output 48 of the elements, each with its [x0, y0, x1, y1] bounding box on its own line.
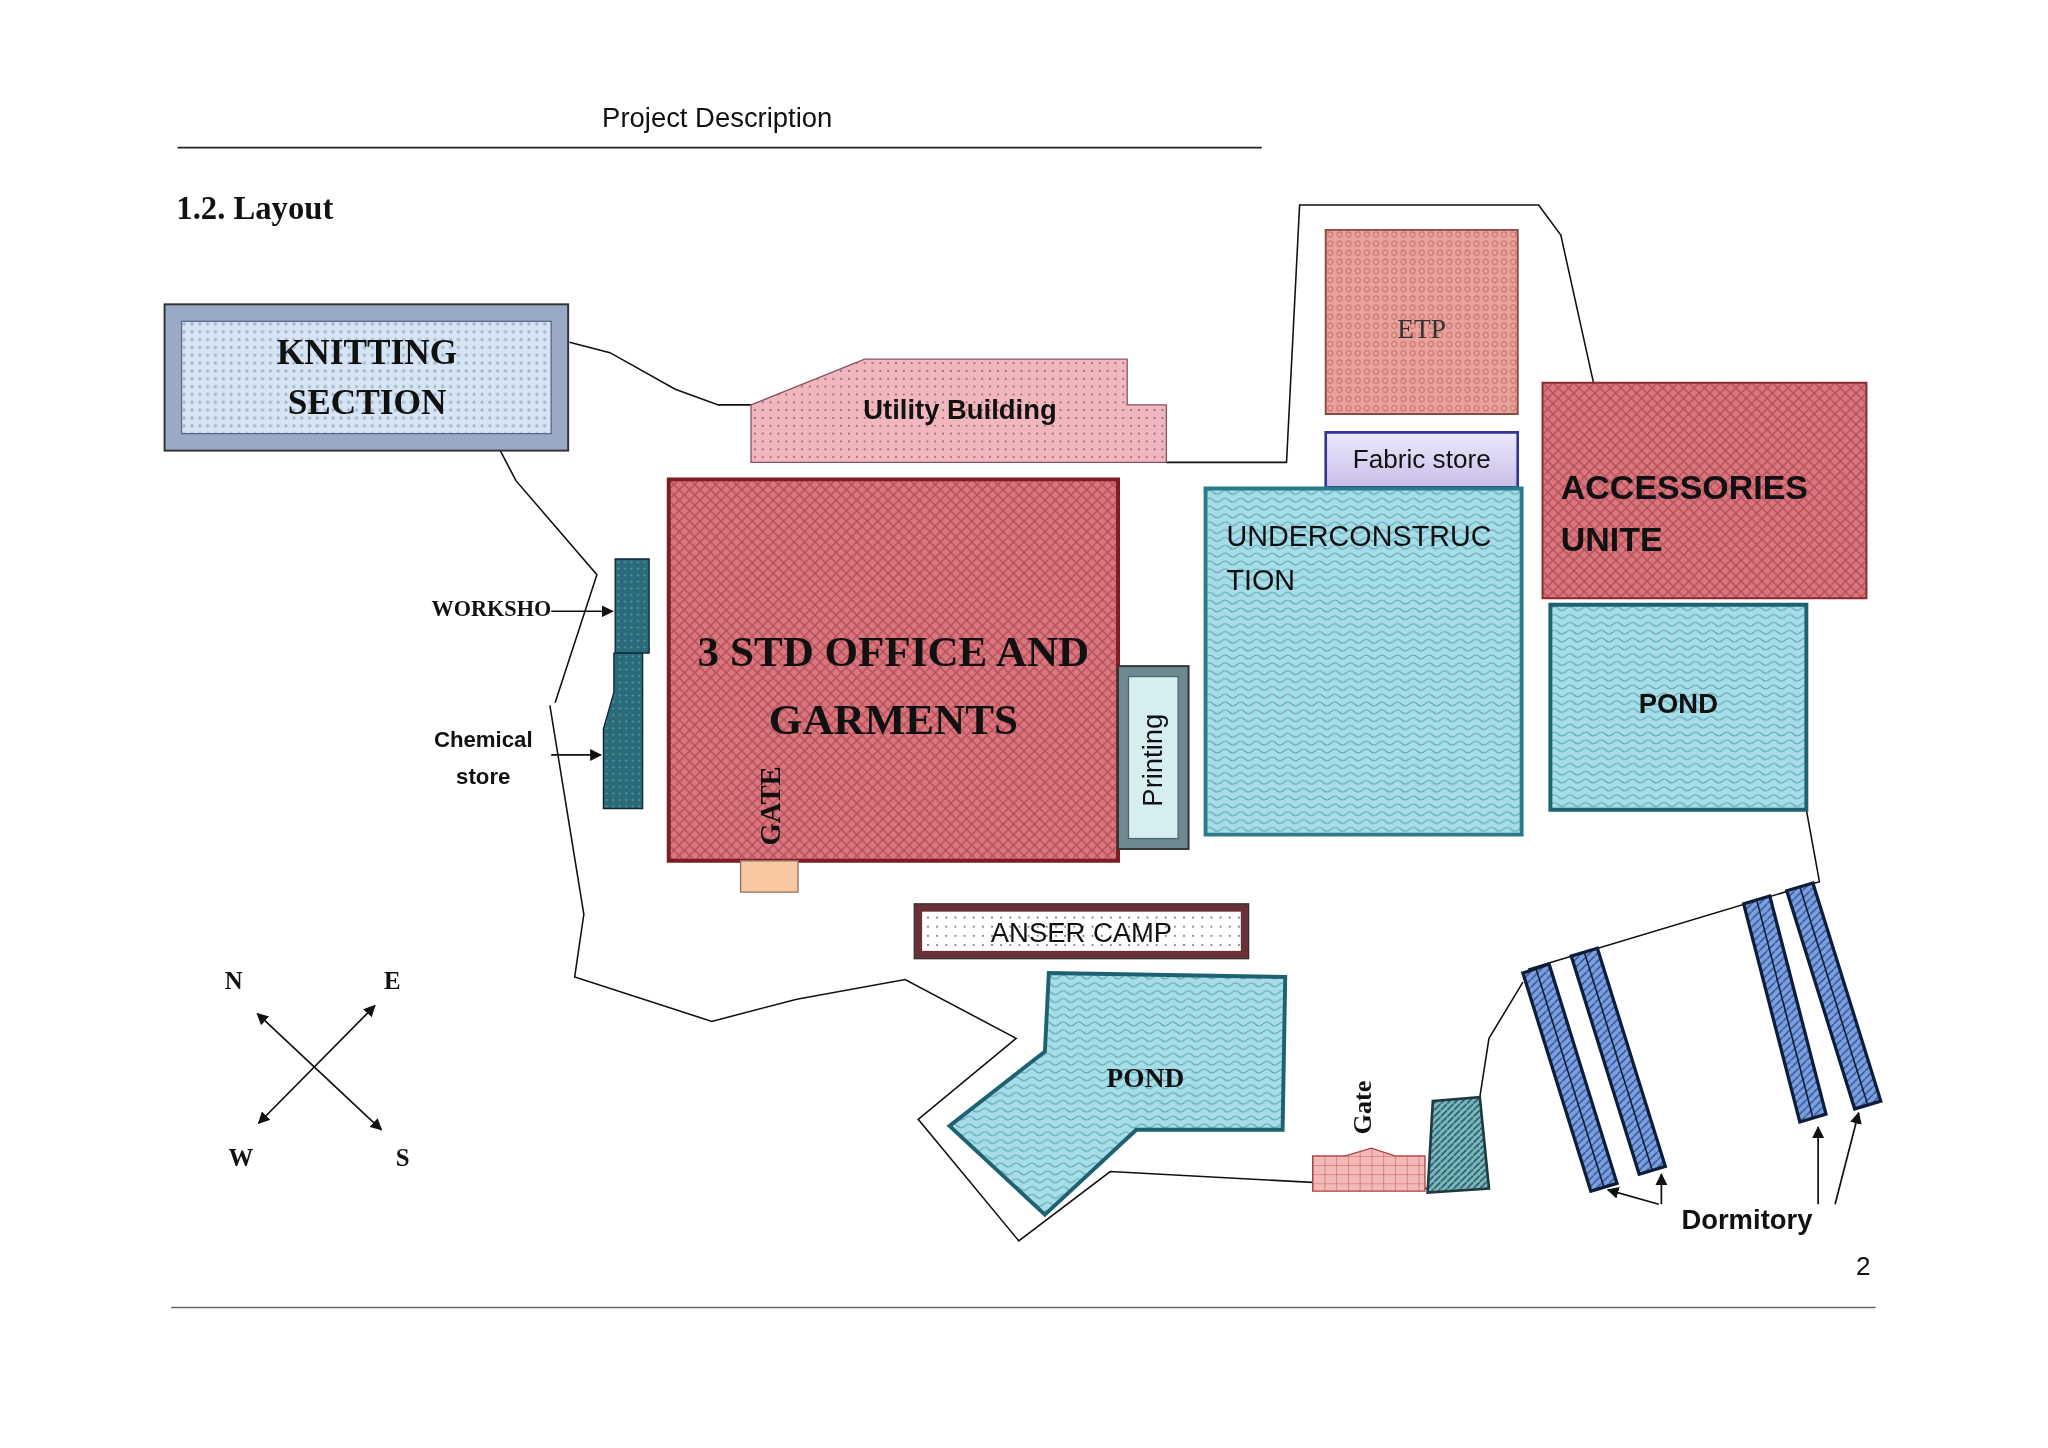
- building-label: Fabric store: [1351, 444, 1492, 475]
- building: [1325, 229, 1518, 415]
- building-label: POND: [1105, 1061, 1186, 1095]
- building-label: UNDERCONSTRUC TION: [1226, 518, 1493, 599]
- building-label: POND: [1637, 688, 1719, 720]
- building: [603, 653, 643, 809]
- building: [668, 479, 1119, 861]
- building-label: ANSER CAMP: [989, 916, 1174, 949]
- building: [1542, 382, 1867, 599]
- leader-arrow: [1606, 1187, 1660, 1206]
- building-label: Gate: [1347, 1080, 1377, 1135]
- building-label: KNITTING SECTION: [275, 332, 459, 424]
- building-label: Printing: [1137, 713, 1169, 807]
- building: [615, 559, 650, 654]
- leader-arrow: [550, 749, 602, 761]
- building: [1325, 432, 1518, 488]
- building: [1205, 488, 1522, 835]
- compass-letter: E: [384, 966, 401, 996]
- leader-arrow: [550, 605, 614, 618]
- pond: [949, 973, 1286, 1215]
- callout-text: WORKSHO: [407, 596, 552, 623]
- leader-arrow: [1834, 1111, 1862, 1206]
- compass-letter: N: [224, 966, 243, 996]
- building: [1427, 1097, 1489, 1193]
- building: [1743, 896, 1826, 1122]
- building: [1522, 963, 1617, 1192]
- pond: [1550, 604, 1807, 810]
- compass-letter: W: [228, 1144, 254, 1173]
- building-label: ETP: [1396, 313, 1448, 347]
- building: [1118, 666, 1189, 849]
- callout-text: Dormitory: [1658, 1204, 1836, 1236]
- building: [164, 304, 569, 451]
- building: [914, 903, 1249, 959]
- page-number: 2: [1856, 1251, 1871, 1282]
- callout-text: Chemical store: [415, 722, 552, 796]
- compass-letter: S: [395, 1144, 410, 1173]
- page-header: Project Description: [602, 101, 833, 134]
- section-title: 1.2. Layout: [176, 190, 334, 228]
- building: [740, 860, 799, 893]
- building-label: Utility Building: [862, 394, 1058, 426]
- building: [1786, 882, 1881, 1109]
- leader-arrow: [1655, 1173, 1668, 1206]
- leader-arrow: [1812, 1126, 1825, 1206]
- building-label: 3 STD OFFICE AND GARMENTS: [696, 627, 1091, 746]
- building-label: GATE: [753, 766, 788, 846]
- building-label: ACCESSORIES UNITE: [1560, 466, 1809, 561]
- building: [1571, 948, 1666, 1175]
- building: [751, 359, 1167, 464]
